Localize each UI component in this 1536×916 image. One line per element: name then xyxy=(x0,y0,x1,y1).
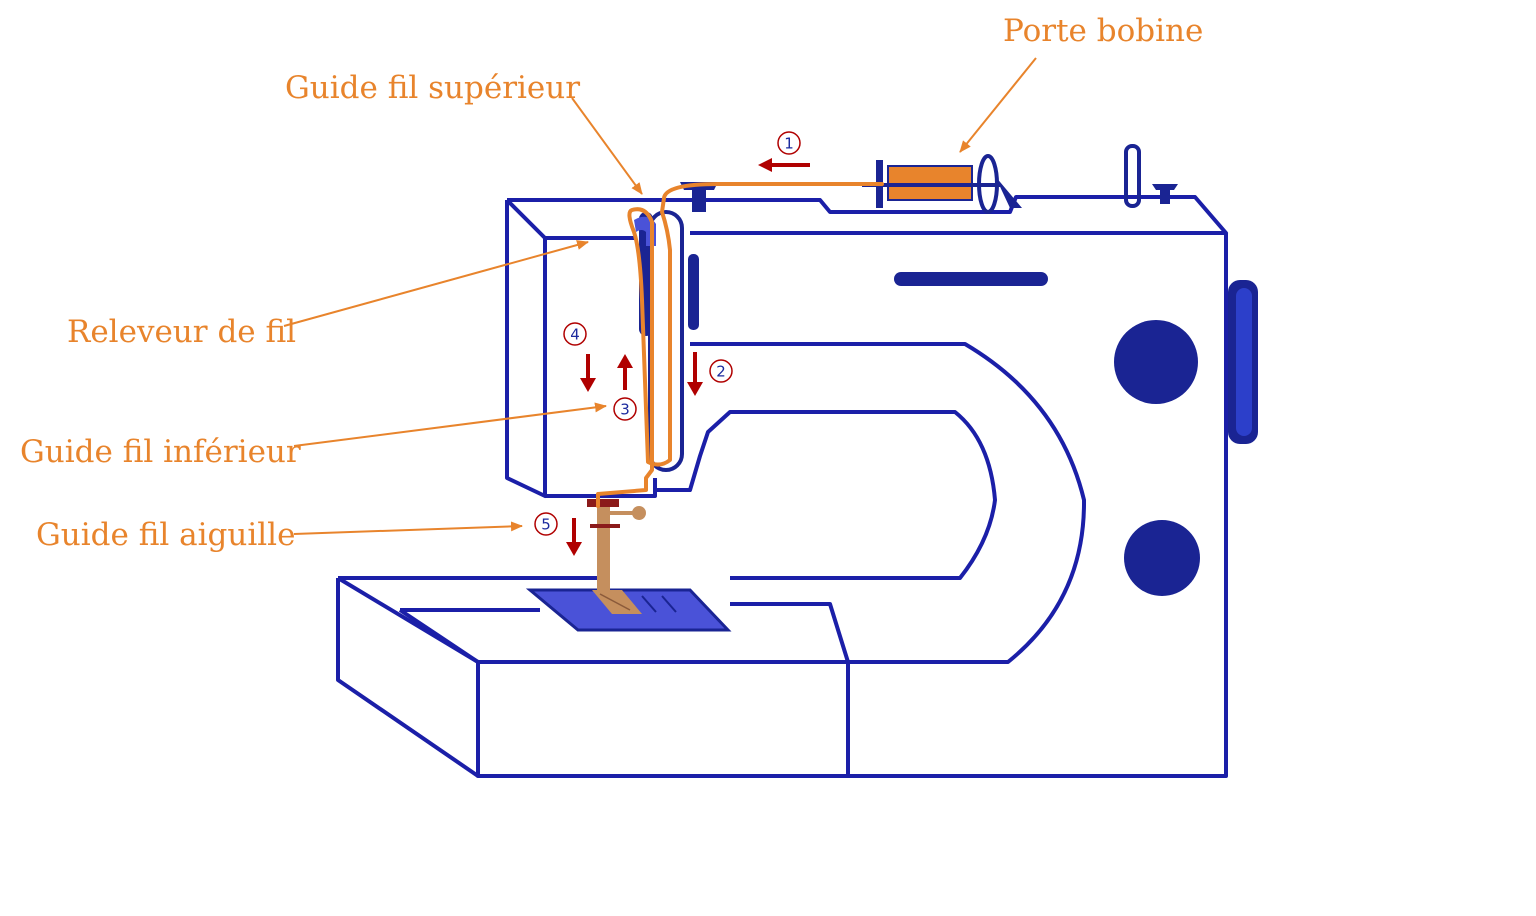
base-inset-line xyxy=(398,608,540,664)
base-left-face xyxy=(336,578,480,778)
step-2-text: 2 xyxy=(716,363,726,381)
arrow-step-4-up xyxy=(617,354,633,390)
arrow-step-5 xyxy=(566,518,582,556)
callout-lines xyxy=(283,57,1037,535)
step-1-text: 1 xyxy=(784,135,794,153)
callout-releveur-de-fil xyxy=(283,240,589,327)
take-up-mechanism xyxy=(634,210,684,472)
spool-disc xyxy=(977,154,999,214)
head-front xyxy=(545,236,657,498)
thread-path xyxy=(596,182,884,508)
step-4-text: 4 xyxy=(570,326,580,344)
step-3: 3 xyxy=(613,397,637,421)
step-3-text: 3 xyxy=(620,401,630,419)
presser-lever-knob xyxy=(632,506,646,520)
take-up-slot xyxy=(648,210,684,472)
label-guide-fil-inferieur: Guide fil inférieur xyxy=(20,434,301,470)
needle-clamp-top xyxy=(587,499,619,507)
label-porte-bobine: Porte bobine xyxy=(1003,13,1203,49)
needle-clamp-bottom xyxy=(590,524,620,528)
step-1: 1 xyxy=(777,131,801,155)
upper-arm-top xyxy=(507,195,1228,235)
arrow-step-2 xyxy=(687,352,703,396)
base-front-face xyxy=(476,660,850,778)
step-4: 4 xyxy=(563,322,587,346)
stitch-dial-bottom xyxy=(1124,520,1200,596)
arrow-step-4-down xyxy=(580,354,596,392)
label-guide-fil-aiguille: Guide fil aiguille xyxy=(36,517,295,553)
machine-body xyxy=(336,195,1228,778)
callout-guide-fil-superieur xyxy=(571,97,643,195)
step-5-text: 5 xyxy=(541,516,551,534)
head-outer xyxy=(505,198,547,498)
label-releveur-de-fil: Releveur de fil xyxy=(67,314,296,350)
arrow-step-1 xyxy=(758,158,810,172)
step-2: 2 xyxy=(709,359,733,383)
machine-controls xyxy=(688,254,1258,596)
callout-guide-fil-inferieur xyxy=(293,402,607,447)
step-numbers: 1 2 3 4 5 xyxy=(534,131,801,536)
needle-bar xyxy=(597,506,610,592)
plate-groove-3 xyxy=(661,595,677,613)
handwheel-highlight xyxy=(1236,288,1252,436)
thread-guide-knob xyxy=(680,182,718,212)
front-slot xyxy=(688,254,699,330)
spool-stand xyxy=(995,176,1022,208)
top-slot xyxy=(894,272,1048,286)
bobbin-winder-pin xyxy=(1124,144,1141,208)
label-guide-fil-superieur: Guide fil supérieur xyxy=(285,70,580,106)
arm-outer xyxy=(690,342,1087,664)
callout-guide-fil-aiguille xyxy=(293,521,523,535)
callout-porte-bobine xyxy=(959,57,1037,153)
plate-groove-2 xyxy=(641,595,657,613)
direction-arrows xyxy=(566,158,810,556)
needle-area xyxy=(525,499,732,632)
neck xyxy=(655,410,997,580)
machine-column xyxy=(848,233,1228,778)
presser-foot-slot xyxy=(599,593,631,611)
labels: Porte bobine Guide fil supérieur Releveu… xyxy=(20,13,1203,553)
spool-holder xyxy=(680,144,1178,214)
bobbin-winder-knob xyxy=(1152,184,1178,204)
step-5: 5 xyxy=(534,512,558,536)
stitch-dial-top xyxy=(1114,320,1198,404)
